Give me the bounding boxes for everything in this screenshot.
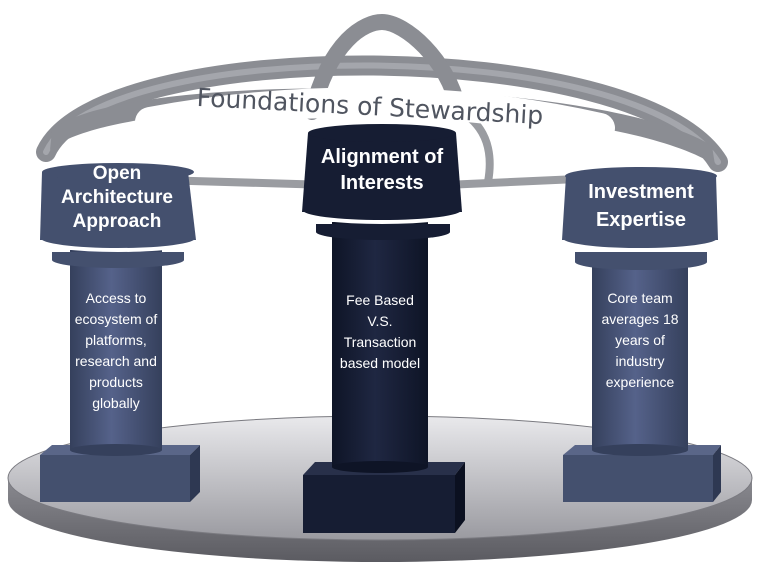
pillar-center [300, 124, 465, 533]
pillar-center-body: Fee Based V.S. Transaction based model [339, 292, 421, 371]
dome-arches [36, 13, 728, 189]
pillar-right-heading: Investment Expertise [588, 181, 694, 231]
pillar-left [38, 163, 200, 502]
pillar-left-heading: Open Architecture Approach [61, 163, 173, 232]
pillar-center-heading: Alignment of Interests [320, 146, 444, 194]
pillar-right-body: Core team averages 18 years of industry … [601, 290, 679, 390]
pillar-left-body: Access to ecosystem of platforms, resear… [74, 290, 158, 411]
pillar-right [560, 167, 721, 502]
title-ring [50, 87, 715, 165]
